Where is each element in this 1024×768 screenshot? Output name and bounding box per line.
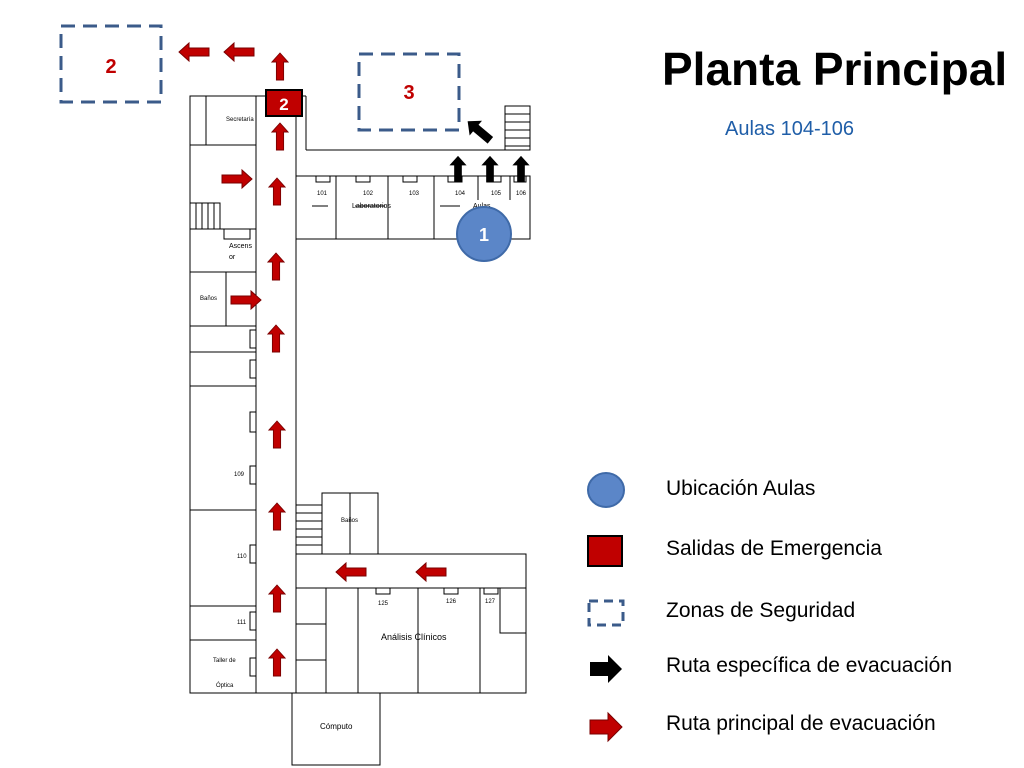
- black-arrow-icon: [590, 655, 622, 683]
- legend-label-exit: Salidas de Emergencia: [666, 537, 882, 560]
- room-105: 105: [491, 191, 502, 197]
- legend-label-location: Ubicación Aulas: [666, 477, 816, 500]
- location-marker-label: 1: [479, 225, 489, 245]
- route-arrow-up-icon: [268, 584, 286, 613]
- room-103: 103: [409, 191, 420, 197]
- route-arrow-left-icon: [335, 562, 367, 582]
- legend-label-specific-route: Ruta específica de evacuación: [666, 654, 953, 677]
- safety-zone-3-label: 3: [403, 82, 414, 104]
- red-arrow-icon: [589, 711, 623, 743]
- route-arrow-left-icon: [415, 562, 447, 582]
- room-banos-center: Baños: [341, 518, 358, 524]
- room-secretaria: Secretaría: [226, 117, 254, 123]
- route-arrow-up-icon: [271, 122, 289, 151]
- building-walls: [189, 95, 531, 766]
- room-127: 127: [485, 599, 496, 605]
- classroom-location-marker: 1: [456, 206, 512, 262]
- route-arrow-up-icon: [268, 648, 286, 677]
- room-ascensor-1: Ascens: [229, 243, 252, 250]
- page-title: Planta Principal: [662, 43, 1008, 95]
- room-computo: Cómputo: [320, 722, 353, 731]
- page-subtitle: Aulas 104-106: [725, 118, 854, 140]
- route-arrow-up-icon: [267, 324, 285, 353]
- room-taller-1: Taller de: [213, 658, 236, 664]
- room-126: 126: [446, 599, 457, 605]
- room-labels: Secretaría Ascens or Baños 101 102 103 1…: [200, 117, 527, 731]
- route-arrow-up-icon: [268, 420, 286, 449]
- room-101: 101: [317, 191, 328, 197]
- emergency-exit-2-label: 2: [279, 95, 288, 114]
- legend-item-location: Ubicación Aulas: [586, 471, 1006, 511]
- legend-item-specific-route: Ruta específica de evacuación: [586, 648, 1006, 688]
- route-arrow-up-icon: [267, 252, 285, 281]
- room-laboratorios: Laboratorios: [352, 203, 391, 210]
- room-taller-2: Óptica: [216, 682, 234, 689]
- room-ascensor-2: or: [229, 254, 236, 261]
- blue-circle-icon: [587, 472, 625, 508]
- safety-zone-3: 3: [357, 52, 461, 132]
- route-arrow-right-icon: [221, 169, 253, 189]
- room-analisis-clinicos: Análisis Clínicos: [381, 632, 447, 642]
- red-square-icon: [587, 535, 623, 567]
- room-104: 104: [455, 191, 466, 197]
- route-arrow-left-icon: [223, 42, 255, 62]
- legend-item-main-route: Ruta principal de evacuación: [586, 706, 1006, 746]
- specific-arrow-up-icon: [449, 156, 467, 183]
- safety-zone-2: 2: [59, 24, 163, 104]
- route-arrow-up-icon: [268, 502, 286, 531]
- room-110: 110: [237, 554, 247, 560]
- legend-label-safety-zone: Zonas de Seguridad: [666, 599, 856, 622]
- room-111: 111: [237, 620, 247, 626]
- route-arrow-up-icon: [271, 52, 289, 81]
- room-102: 102: [363, 191, 374, 197]
- legend-item-safety-zone: Zonas de Seguridad: [586, 593, 1006, 633]
- legend-item-exit: Salidas de Emergencia: [586, 531, 1006, 571]
- room-banos-left: Baños: [200, 296, 217, 302]
- route-arrow-left-icon: [178, 42, 210, 62]
- dashed-square-icon: [587, 599, 625, 627]
- main-evacuation-route: [178, 42, 447, 677]
- route-arrow-up-icon: [268, 177, 286, 206]
- room-106: 106: [516, 191, 527, 197]
- room-125: 125: [378, 601, 389, 607]
- specific-arrow-diagonal-icon: [462, 114, 496, 148]
- specific-evacuation-route: [449, 114, 530, 183]
- room-109: 109: [234, 472, 245, 478]
- safety-zone-2-label: 2: [105, 56, 116, 78]
- emergency-exit-2: 2: [265, 89, 303, 117]
- legend-label-main-route: Ruta principal de evacuación: [666, 712, 936, 735]
- specific-arrow-up-icon: [481, 156, 499, 183]
